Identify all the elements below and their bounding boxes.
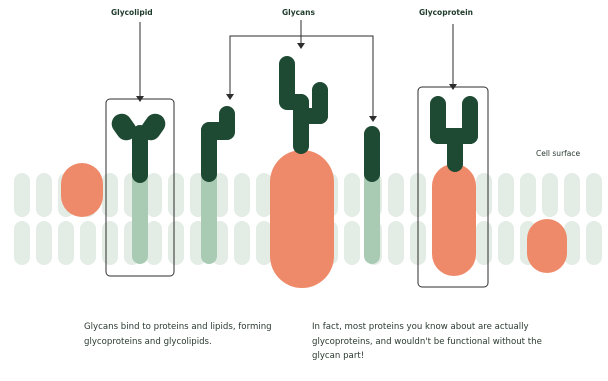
label-glycans: Glycans — [282, 8, 315, 17]
free-protein-right — [527, 219, 567, 273]
label-glycoprotein: Glycoprotein — [419, 8, 473, 17]
glycoprotein-body — [432, 164, 476, 276]
membrane-protein-large — [270, 150, 334, 288]
lipid-tail-3 — [364, 168, 380, 264]
label-glycolipid: Glycolipid — [111, 8, 153, 17]
caption-right: In fact, most proteins you know about ar… — [312, 320, 557, 364]
lipid-tail-2 — [201, 168, 217, 264]
glycan-hook — [201, 106, 235, 182]
label-cell-surface: Cell surface — [536, 149, 580, 158]
glycan-glycoprotein — [430, 96, 478, 172]
free-protein-left — [61, 163, 103, 217]
glycan-glycolipid — [108, 110, 169, 183]
glycan-large-protein — [279, 56, 328, 154]
glycan-short — [364, 126, 380, 182]
caption-left: Glycans bind to proteins and lipids, for… — [84, 320, 274, 349]
